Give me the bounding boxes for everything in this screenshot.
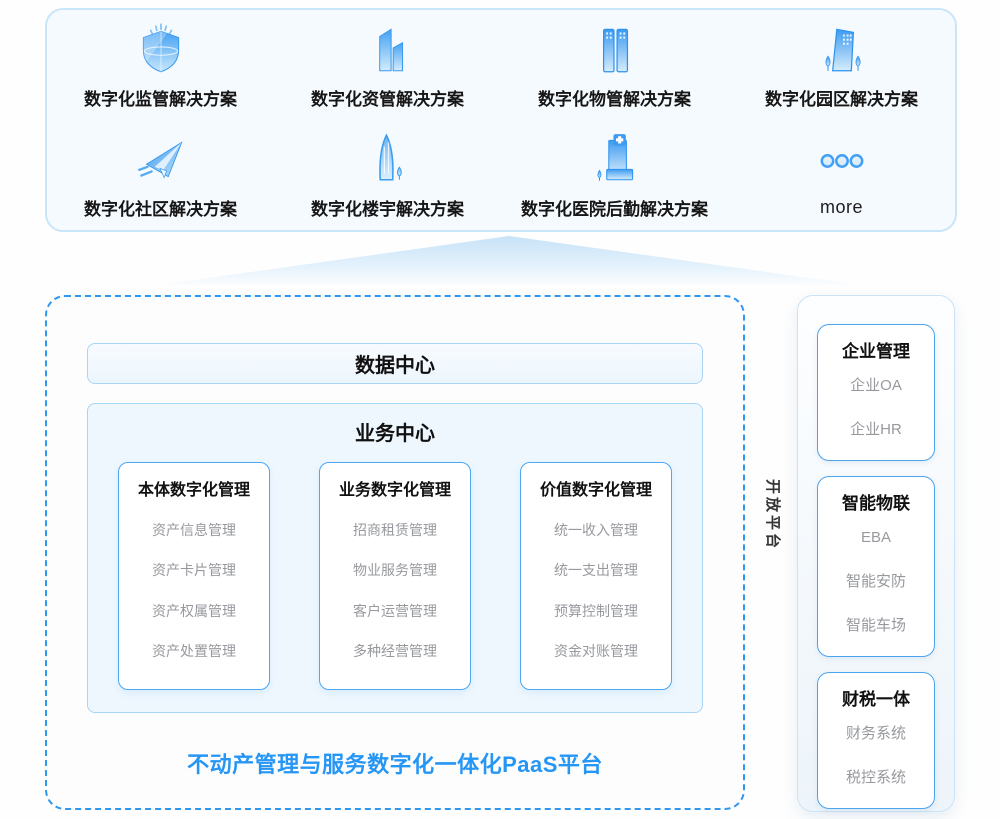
column-items: 招商租赁管理 物业服务管理 客户运营管理 多种经营管理: [324, 500, 466, 681]
list-item: 统一支出管理: [554, 562, 638, 579]
group-title: 财税一体: [842, 690, 910, 709]
solution-label: 数字化楼宇解决方案: [311, 200, 464, 219]
paper-plane-icon: [132, 130, 190, 188]
hospital-icon: [596, 134, 633, 181]
solution-supervision[interactable]: 数字化监管解决方案: [47, 10, 274, 120]
list-item: 智能安防: [845, 573, 906, 590]
group-title: 企业管理: [842, 342, 910, 361]
group-finance-tax: 财税一体 财务系统 税控系统: [817, 672, 935, 809]
hospital-icon: [586, 130, 644, 188]
list-item: 智能车场: [845, 617, 906, 634]
list-item: 企业HR: [850, 421, 902, 438]
paas-platform-title: 不动产管理与服务数字化一体化PaaS平台: [187, 752, 603, 777]
solution-property-mgmt[interactable]: 数字化物管解决方案: [501, 10, 728, 120]
list-item: 企业OA: [850, 377, 902, 394]
list-item: 资产信息管理: [152, 522, 236, 539]
shield-icon: [132, 20, 190, 78]
more-dots-icon: [813, 132, 871, 190]
solutions-panel: 数字化监管解决方案 数字化资管解决方案: [45, 8, 957, 232]
solution-label: 数字化医院后勤解决方案: [521, 200, 708, 219]
column-items: 资产信息管理 资产卡片管理 资产权属管理 资产处置管理: [123, 500, 265, 681]
solution-label: 数字化资管解决方案: [311, 90, 464, 109]
data-center-label: 数据中心: [355, 355, 435, 377]
column-title: 价值数字化管理: [539, 482, 652, 499]
business-center-label: 业务中心: [355, 423, 435, 445]
tower-icon: [378, 133, 402, 181]
column-items: 统一收入管理 统一支出管理 预算控制管理 资金对账管理: [525, 500, 667, 681]
list-item: 税控系统: [845, 769, 906, 786]
solution-asset-mgmt[interactable]: 数字化资管解决方案: [274, 10, 501, 120]
column-entity-management: 本体数字化管理 资产信息管理 资产卡片管理 资产权属管理 资产处置管理: [118, 462, 270, 690]
column-title: 本体数字化管理: [137, 482, 250, 499]
list-item: 多种经营管理: [353, 642, 437, 659]
business-center-box: 业务中心 本体数字化管理 资产信息管理 资产卡片管理 资产权属管理 资产处置管理…: [87, 403, 703, 713]
solution-more[interactable]: more: [728, 120, 955, 230]
group-title: 智能物联: [842, 494, 910, 513]
solution-community[interactable]: 数字化社区解决方案: [47, 120, 274, 230]
solution-campus[interactable]: 数字化园区解决方案: [728, 10, 955, 120]
list-item: 统一收入管理: [554, 522, 638, 539]
campus-building-icon: [825, 28, 861, 72]
management-columns: 本体数字化管理 资产信息管理 资产卡片管理 资产权属管理 资产处置管理 业务数字…: [88, 462, 702, 690]
open-platform-label: 开放平台: [764, 478, 781, 551]
building-icon: [359, 20, 417, 78]
column-title: 业务数字化管理: [338, 482, 451, 499]
solution-label: 数字化社区解决方案: [84, 200, 237, 219]
column-business-management: 业务数字化管理 招商租赁管理 物业服务管理 客户运营管理 多种经营管理: [319, 462, 471, 690]
paper-plane-icon: [137, 141, 183, 179]
tower-icon: [359, 130, 417, 188]
paas-platform-panel: 数据中心 业务中心 本体数字化管理 资产信息管理 资产卡片管理 资产权属管理 资…: [45, 295, 745, 810]
list-item: 预算控制管理: [554, 602, 638, 619]
list-item: 招商租赁管理: [353, 522, 437, 539]
list-item: 资金对账管理: [554, 642, 638, 659]
twin-towers-icon: [586, 20, 644, 78]
building-icon: [378, 28, 403, 72]
campus-building-icon: [813, 20, 871, 78]
list-item: 资产卡片管理: [152, 562, 236, 579]
more-dots-icon: [820, 154, 863, 168]
solution-label: 数字化园区解决方案: [765, 90, 918, 109]
column-value-management: 价值数字化管理 统一收入管理 统一支出管理 预算控制管理 资金对账管理: [520, 462, 672, 690]
twin-towers-icon: [602, 28, 628, 73]
solution-label: 数字化物管解决方案: [538, 90, 691, 109]
funnel-connector: [158, 236, 860, 285]
list-item: EBA: [860, 529, 891, 546]
list-item: 资产权属管理: [152, 602, 236, 619]
list-item: 财务系统: [845, 725, 906, 742]
group-enterprise-management: 企业管理 企业OA 企业HR: [817, 324, 935, 461]
integrations-panel: 企业管理 企业OA 企业HR 智能物联 EBA 智能安防 智能车场 财税一体 财…: [797, 295, 955, 812]
solution-label: 数字化监管解决方案: [84, 90, 237, 109]
solution-building[interactable]: 数字化楼宇解决方案: [274, 120, 501, 230]
list-item: 资产处置管理: [152, 642, 236, 659]
shield-icon: [142, 23, 179, 73]
group-smart-iot: 智能物联 EBA 智能安防 智能车场: [817, 476, 935, 657]
data-center-bar: 数据中心: [87, 343, 703, 384]
list-item: 物业服务管理: [353, 562, 437, 579]
solution-hospital[interactable]: 数字化医院后勤解决方案: [501, 120, 728, 230]
list-item: 客户运营管理: [353, 602, 437, 619]
more-label: more: [819, 197, 863, 217]
